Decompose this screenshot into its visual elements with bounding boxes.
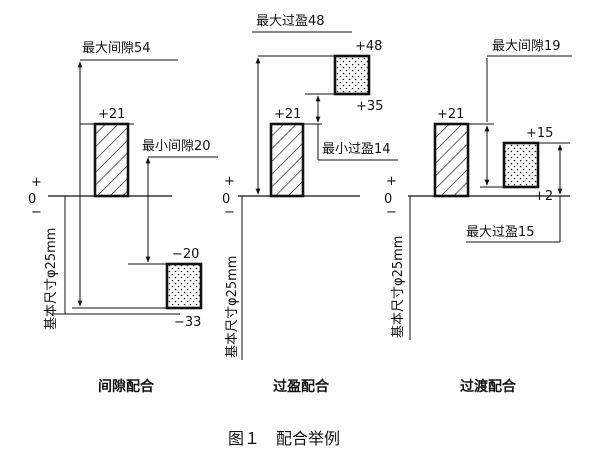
panel-interference-fit: 0 + − 基本尺寸φ25mm +21 +48 +35 最大过盈48 最小过盈1…	[222, 14, 398, 395]
basic-size-label: 基本尺寸φ25mm	[225, 256, 240, 358]
shaft-lower-deviation: +35	[356, 99, 383, 114]
max-interference-label: 最大过盈48	[256, 14, 325, 29]
hole-tolerance-zone	[93, 122, 130, 198]
shaft-upper-deviation: +15	[526, 126, 553, 141]
basic-size-label: 基本尺寸φ25mm	[391, 236, 406, 338]
min-clearance-label: 最小间隙20	[142, 139, 211, 154]
panel-title: 过渡配合	[460, 378, 517, 395]
minus-sign: −	[31, 205, 42, 220]
zero-label: 0	[384, 192, 392, 207]
shaft-tolerance-zone	[333, 54, 371, 96]
panel-title: 间隙配合	[98, 378, 155, 395]
zero-label: 0	[222, 192, 230, 207]
shaft-lower-deviation: −33	[174, 315, 201, 330]
panel-clearance-fit: 0 + − 基本尺寸φ25mm +21 −20 −33 最大间隙54 最小间隙2…	[28, 41, 218, 395]
plus-sign: +	[224, 174, 235, 189]
minus-sign: −	[224, 205, 235, 220]
plus-sign: +	[31, 175, 42, 190]
max-interference-label: 最大过盈15	[466, 225, 535, 240]
minus-sign: −	[386, 205, 397, 220]
shaft-upper-deviation: +48	[355, 39, 382, 54]
shaft-tolerance-zone	[165, 262, 203, 310]
plus-sign: +	[386, 174, 397, 189]
hole-tolerance-zone	[433, 122, 470, 198]
hole-tolerance-zone	[269, 122, 305, 198]
panel-title: 过盈配合	[273, 378, 330, 395]
panel-transition-fit: 0 + − 基本尺寸φ25mm +21 +15 +2 最大间隙19 最大过盈15…	[384, 39, 572, 395]
zero-label: 0	[28, 192, 36, 207]
hole-upper-deviation: +21	[98, 107, 125, 122]
basic-size-label: 基本尺寸φ25mm	[44, 228, 59, 330]
min-interference-label: 最小过盈14	[322, 142, 391, 157]
hole-upper-deviation: +21	[274, 107, 301, 122]
shaft-tolerance-zone	[502, 141, 540, 189]
shaft-upper-deviation: −20	[172, 247, 199, 262]
max-clearance-label: 最大间隙54	[82, 41, 151, 56]
hole-upper-deviation: +21	[437, 107, 464, 122]
max-clearance-label: 最大间隙19	[492, 39, 561, 54]
figure-caption: 图１ 配合举例	[228, 429, 340, 448]
shaft-lower-deviation: +2	[534, 189, 553, 204]
